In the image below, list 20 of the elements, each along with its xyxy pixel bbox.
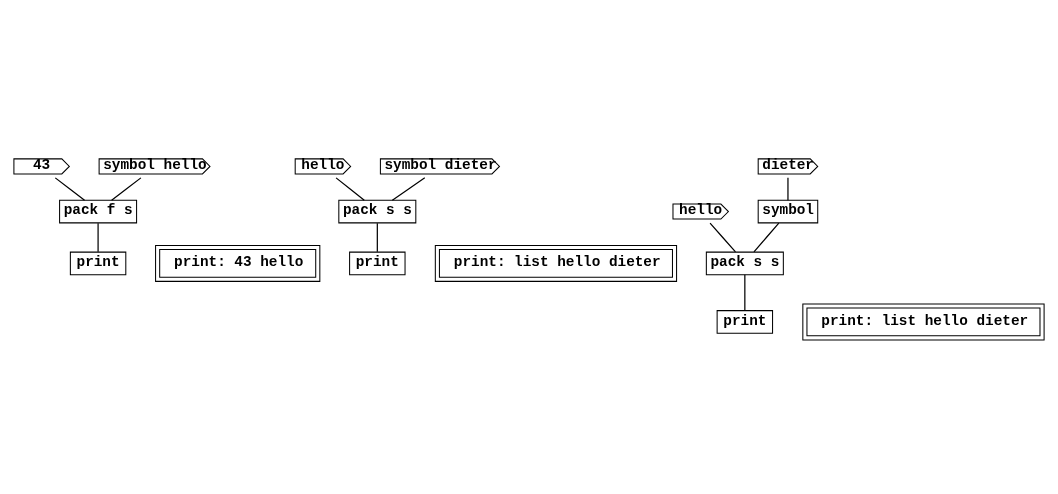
node-box: pack s s <box>705 251 784 275</box>
connector <box>111 176 142 201</box>
connector <box>753 222 780 252</box>
connector <box>97 222 99 252</box>
node-box: print: list hello dieter <box>802 302 1045 340</box>
node-box: pack f s <box>59 199 138 223</box>
connector <box>787 176 789 201</box>
connector <box>709 222 737 252</box>
node-box: print <box>69 251 127 275</box>
connector <box>335 176 365 201</box>
node-box: pack s s <box>338 199 417 223</box>
node-box: print <box>716 309 774 334</box>
connector <box>54 176 86 201</box>
node-box: symbol <box>757 199 819 223</box>
connector <box>391 176 426 201</box>
node-box: print <box>349 251 406 275</box>
node-box: print: list hello dieter <box>434 244 678 282</box>
connector <box>376 222 378 252</box>
node-box: print: 43 hello <box>155 244 321 282</box>
connector <box>744 273 746 311</box>
